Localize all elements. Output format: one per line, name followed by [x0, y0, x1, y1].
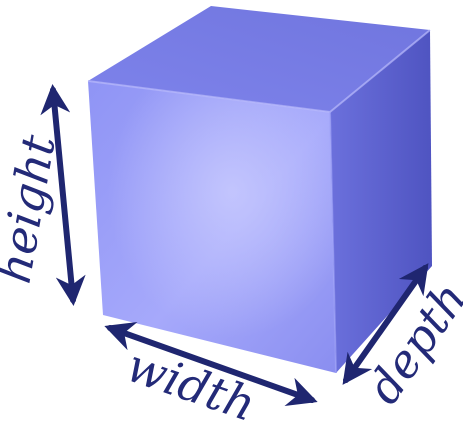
cube-front-highlight — [88, 81, 336, 373]
height-label: height — [0, 131, 66, 288]
width-label: width — [120, 338, 262, 432]
